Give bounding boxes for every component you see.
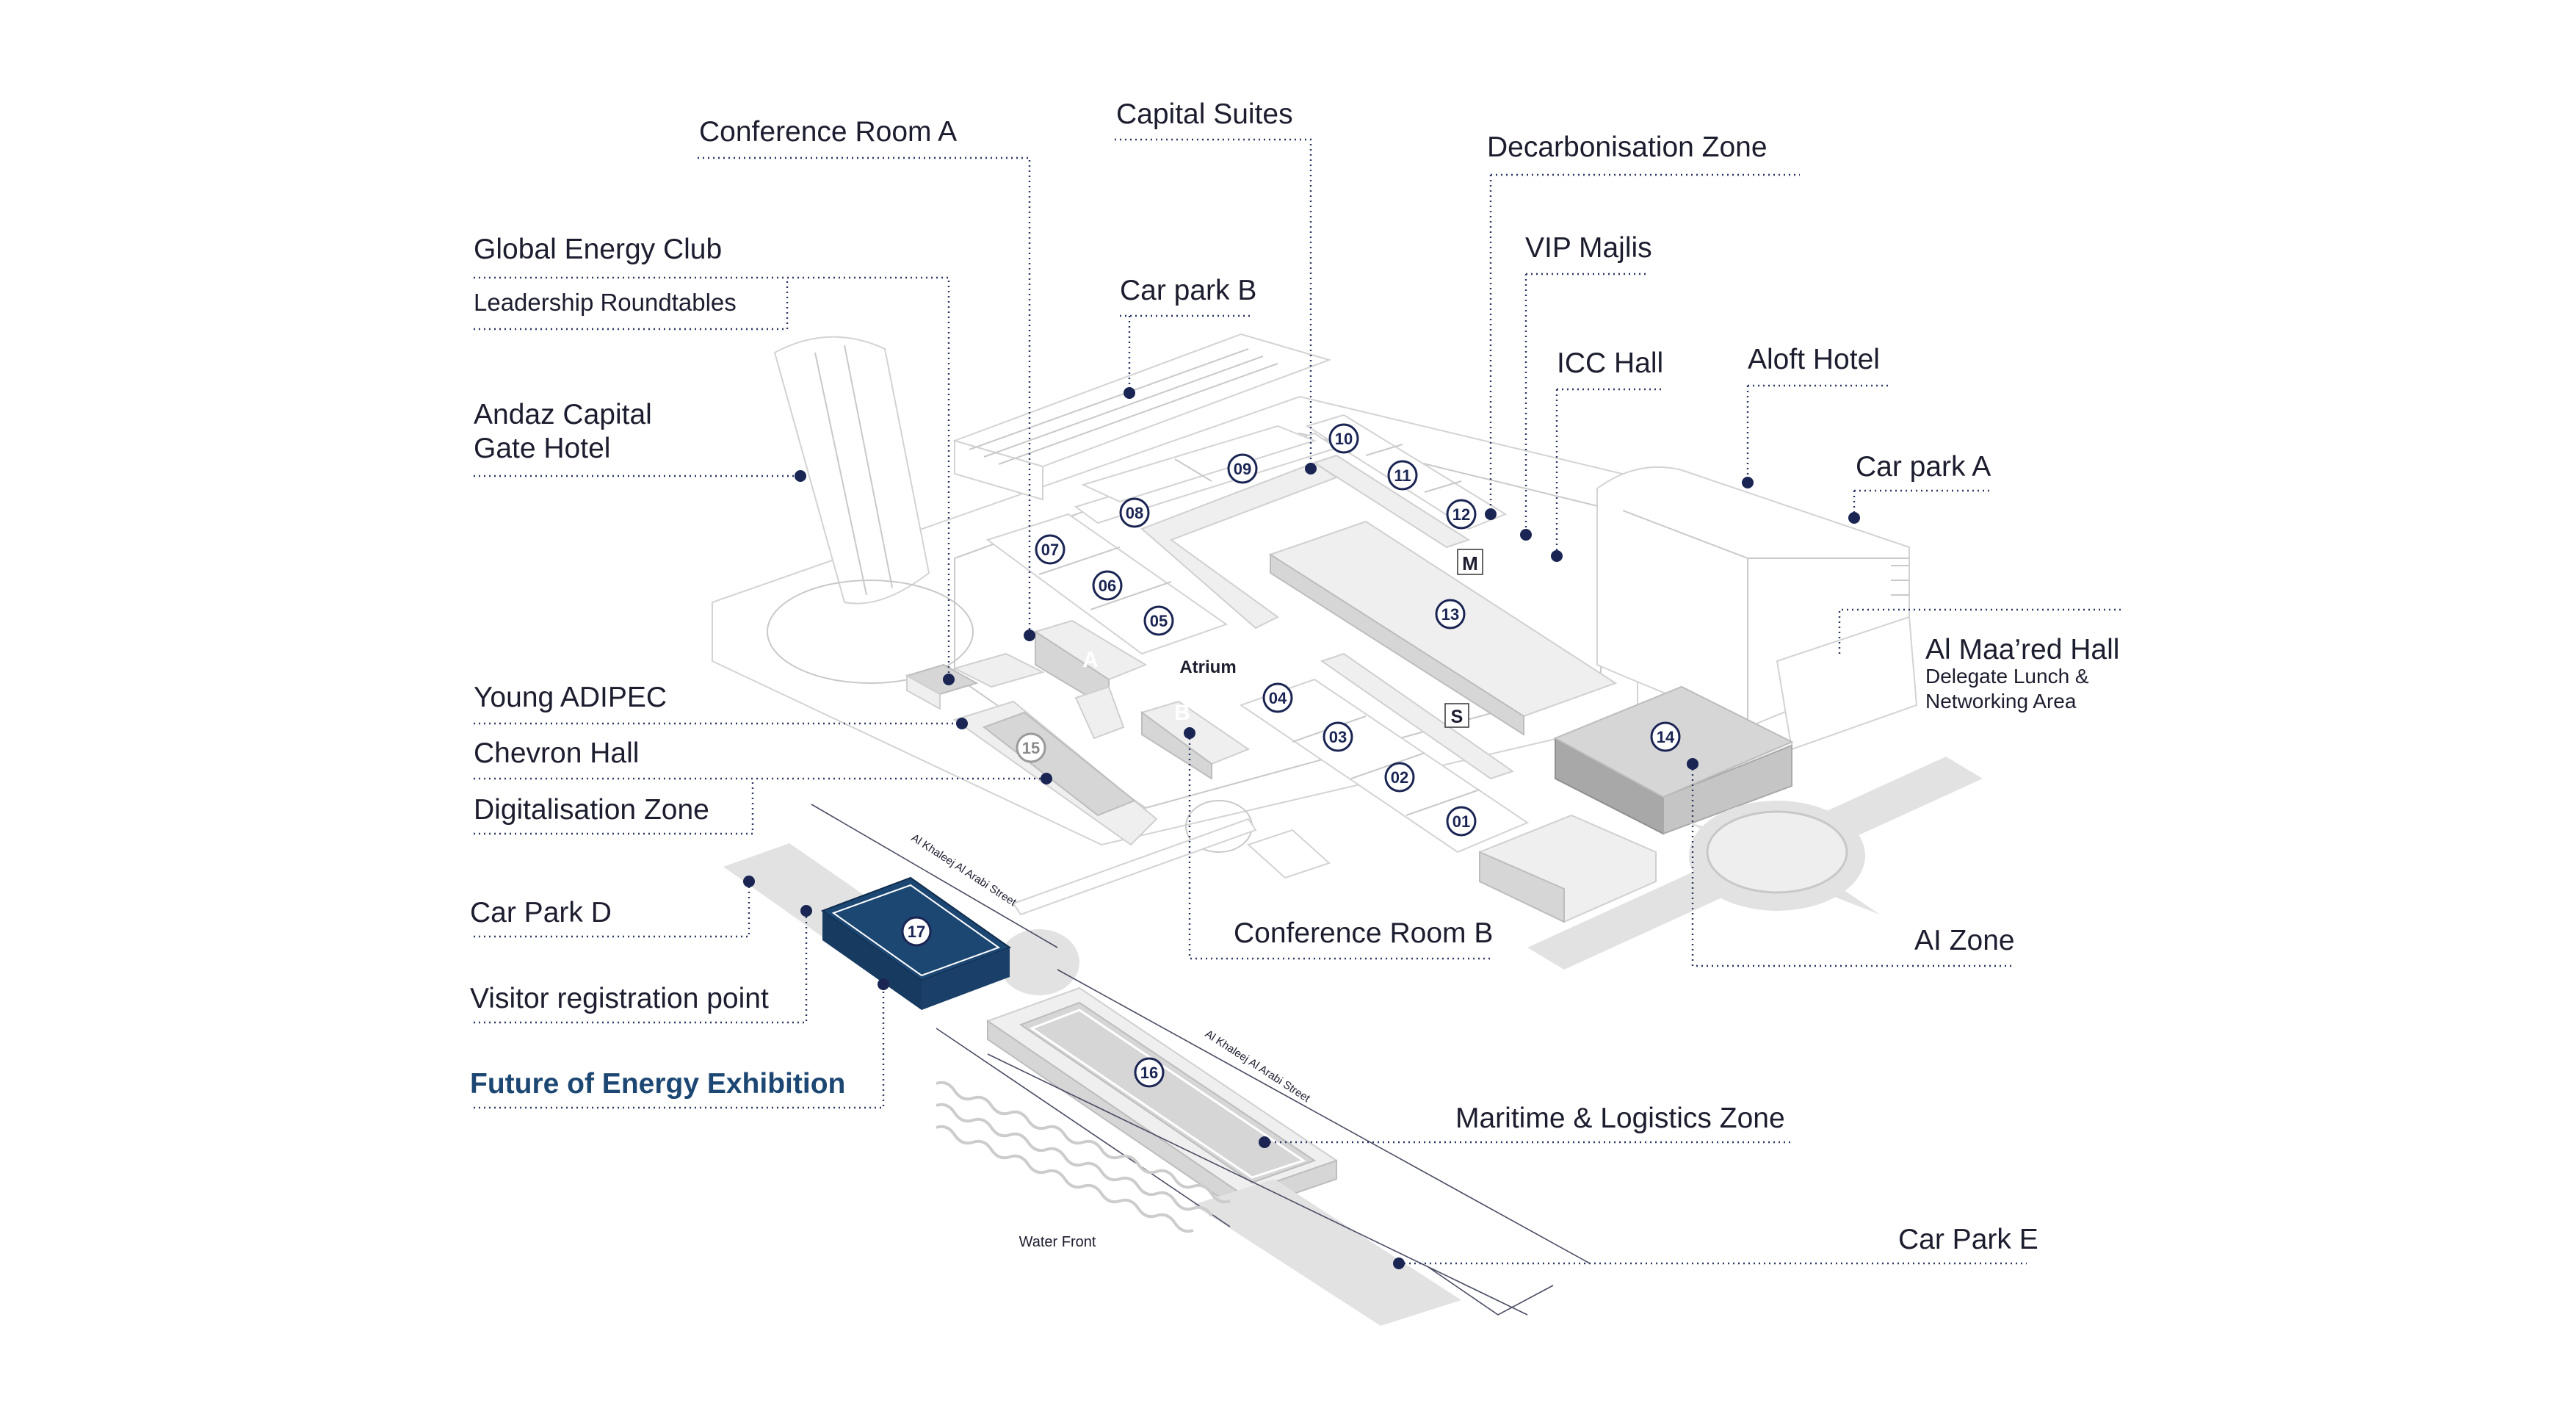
svg-text:09: 09 bbox=[1234, 460, 1251, 478]
label-aloft-hotel[interactable]: Aloft Hotel bbox=[1748, 344, 1880, 375]
svg-text:11: 11 bbox=[1394, 466, 1411, 485]
map-labels: Conference Room A Capital Suites Decarbo… bbox=[470, 98, 2119, 1255]
hall-marker-10[interactable]: 10 bbox=[1328, 423, 1359, 454]
andaz-tower bbox=[773, 336, 930, 605]
label-al-maared-hall[interactable]: Al Maa’red Hall bbox=[1925, 634, 2119, 665]
marker-m: M bbox=[1462, 552, 1478, 574]
label-ai-zone[interactable]: AI Zone bbox=[1914, 925, 2015, 956]
hall-marker-12[interactable]: 12 bbox=[1446, 499, 1477, 530]
svg-text:05: 05 bbox=[1150, 612, 1168, 630]
svg-text:07: 07 bbox=[1041, 541, 1059, 559]
hall-marker-04[interactable]: 04 bbox=[1262, 682, 1293, 713]
marker-s: S bbox=[1451, 707, 1464, 727]
atrium-label: Atrium bbox=[1179, 657, 1236, 677]
hall-marker-01[interactable]: 01 bbox=[1446, 806, 1477, 837]
label-delegate-lunch-1: Delegate Lunch & bbox=[1925, 665, 2089, 688]
svg-text:10: 10 bbox=[1335, 430, 1353, 448]
hall-marker-02[interactable]: 02 bbox=[1384, 762, 1415, 793]
label-decarbonisation-zone[interactable]: Decarbonisation Zone bbox=[1487, 131, 1768, 163]
label-car-park-b[interactable]: Car park B bbox=[1120, 275, 1256, 306]
label-digitalisation-zone[interactable]: Digitalisation Zone bbox=[474, 794, 709, 826]
marker-b: B bbox=[1174, 701, 1190, 725]
marker-a: A bbox=[1082, 648, 1099, 672]
svg-text:17: 17 bbox=[908, 923, 925, 941]
label-vip-majlis[interactable]: VIP Majlis bbox=[1525, 232, 1652, 264]
label-car-park-e[interactable]: Car Park E bbox=[1898, 1224, 2038, 1255]
svg-text:12: 12 bbox=[1452, 505, 1470, 524]
svg-text:02: 02 bbox=[1391, 768, 1408, 787]
hall-marker-17[interactable]: 17 bbox=[901, 916, 932, 947]
svg-text:03: 03 bbox=[1329, 728, 1347, 746]
label-icc-hall[interactable]: ICC Hall bbox=[1557, 347, 1663, 379]
label-capital-suites[interactable]: Capital Suites bbox=[1116, 98, 1293, 130]
svg-text:01: 01 bbox=[1452, 812, 1470, 831]
label-maritime-logistics[interactable]: Maritime & Logistics Zone bbox=[1455, 1103, 1785, 1134]
hall-marker-15[interactable]: 15 bbox=[1016, 732, 1046, 763]
leader-lines bbox=[474, 138, 2122, 1269]
label-global-energy-club[interactable]: Global Energy Club bbox=[474, 234, 722, 265]
hall-marker-05[interactable]: 05 bbox=[1143, 605, 1174, 636]
svg-text:16: 16 bbox=[1140, 1064, 1158, 1082]
hall-marker-07[interactable]: 07 bbox=[1035, 534, 1066, 565]
water-front-label: Water Front bbox=[1019, 1234, 1096, 1250]
hall-marker-03[interactable]: 03 bbox=[1323, 721, 1353, 752]
hall-marker-06[interactable]: 06 bbox=[1092, 570, 1123, 601]
label-andaz-line1[interactable]: Andaz Capital bbox=[474, 399, 652, 430]
label-conference-room-a[interactable]: Conference Room A bbox=[699, 116, 957, 148]
water-waves bbox=[936, 1081, 1231, 1204]
label-conference-room-b[interactable]: Conference Room B bbox=[1234, 917, 1493, 949]
label-car-park-d[interactable]: Car Park D bbox=[470, 897, 612, 928]
hall-marker-14[interactable]: 14 bbox=[1650, 721, 1681, 752]
hall-marker-13[interactable]: 13 bbox=[1435, 599, 1466, 629]
svg-text:06: 06 bbox=[1099, 577, 1116, 595]
hall-marker-09[interactable]: 09 bbox=[1227, 453, 1258, 484]
label-young-adipec[interactable]: Young ADIPEC bbox=[474, 682, 667, 713]
hall-marker-16[interactable]: 16 bbox=[1134, 1057, 1165, 1088]
building-markers: A B M S bbox=[1082, 549, 1483, 728]
hall-markers: 01 02 03 04 05 06 07 08 09 10 11 12 13 1… bbox=[901, 423, 1681, 1088]
svg-text:13: 13 bbox=[1441, 605, 1459, 624]
hall-marker-11[interactable]: 11 bbox=[1387, 460, 1418, 491]
map-base bbox=[712, 333, 1983, 1326]
svg-text:08: 08 bbox=[1126, 504, 1143, 522]
label-leadership-roundtables[interactable]: Leadership Roundtables bbox=[474, 289, 737, 316]
svg-text:14: 14 bbox=[1657, 728, 1675, 746]
label-car-park-a[interactable]: Car park A bbox=[1856, 451, 1991, 483]
label-chevron-hall[interactable]: Chevron Hall bbox=[474, 737, 639, 769]
label-visitor-registration[interactable]: Visitor registration point bbox=[470, 983, 769, 1014]
hall-marker-08[interactable]: 08 bbox=[1119, 497, 1150, 528]
svg-text:15: 15 bbox=[1022, 739, 1040, 757]
svg-text:04: 04 bbox=[1269, 689, 1287, 707]
label-andaz-line2[interactable]: Gate Hotel bbox=[474, 433, 610, 464]
label-delegate-lunch-2: Networking Area bbox=[1925, 690, 2077, 712]
label-future-of-energy[interactable]: Future of Energy Exhibition bbox=[470, 1068, 845, 1100]
